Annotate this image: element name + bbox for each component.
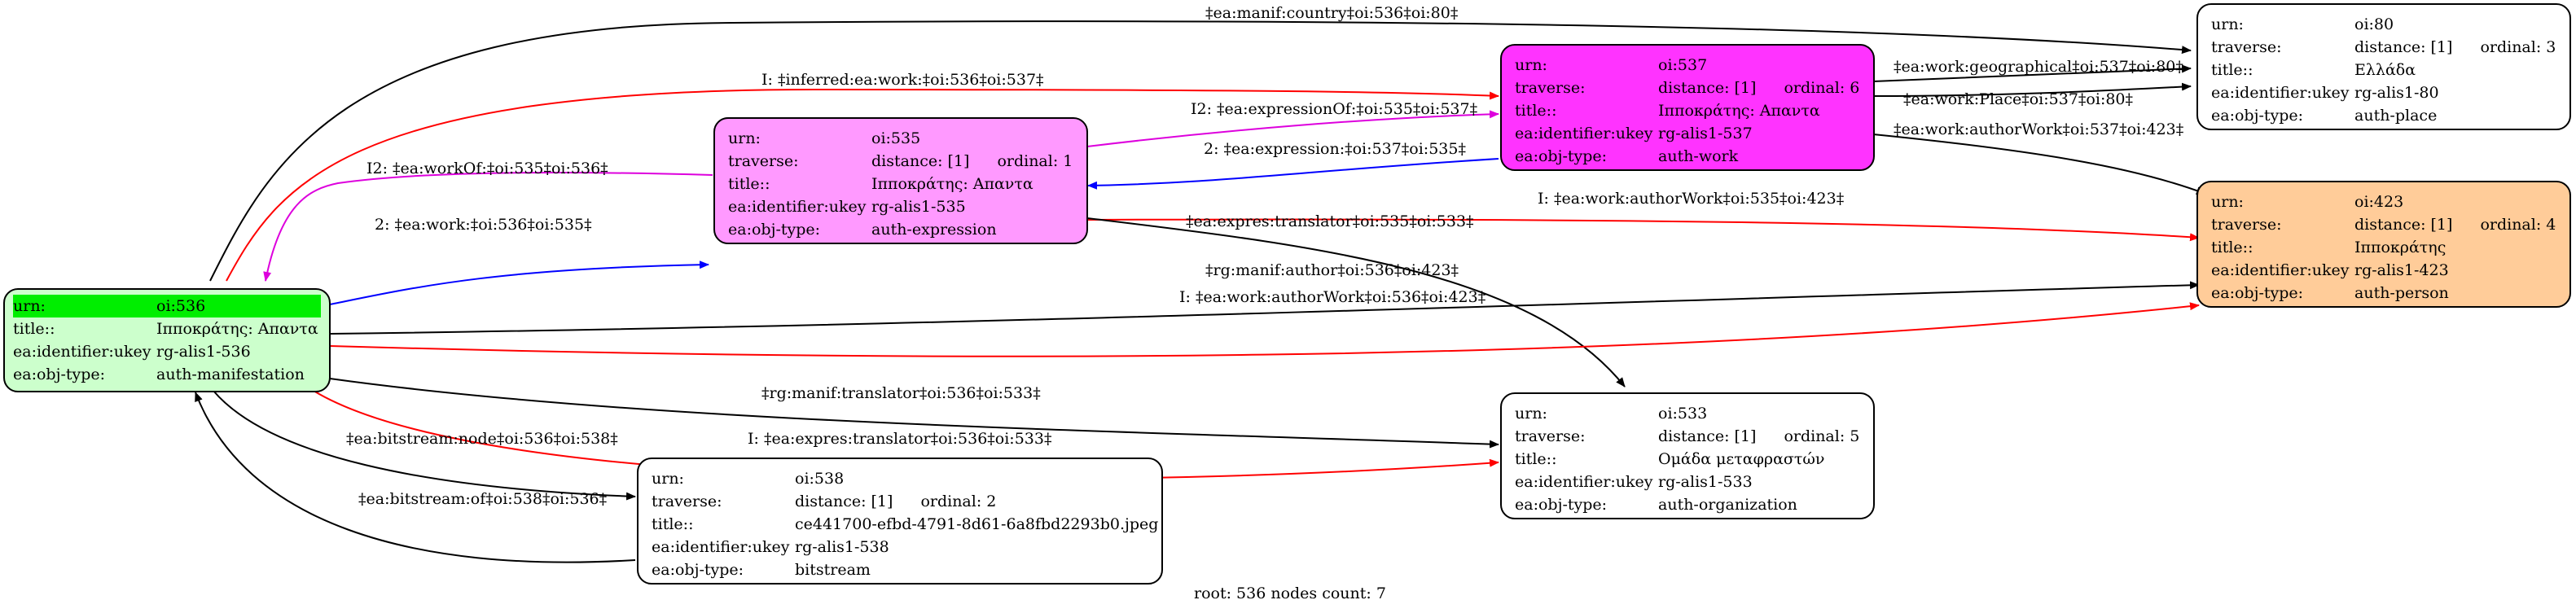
- node-oi-533[interactable]: urn:oi:533 traverse:distance: [1]ordinal…: [1500, 392, 1875, 519]
- node-oi-537[interactable]: urn:oi:537 traverse:distance: [1]ordinal…: [1500, 44, 1875, 171]
- edge-16-line: [195, 392, 636, 563]
- edge-7-label: ‡ea:work:Place‡oi:537‡oi:80‡: [1903, 90, 2133, 108]
- edge-15-line: [213, 390, 636, 501]
- node-row: title::ce441700-efbd-4791-8d61-6a8fbd229…: [652, 515, 1159, 533]
- node-row: ea:obj-type:auth-work: [1515, 147, 1739, 165]
- node-row: urn:oi:537: [1515, 56, 1708, 74]
- edge-8-label: ‡ea:work:authorWork‡oi:537‡oi:423‡: [1894, 120, 2183, 138]
- edge-10-line: [1086, 217, 1626, 388]
- node-row: ea:obj-type:auth-manifestation: [13, 366, 305, 383]
- edge-3-line: [325, 261, 709, 306]
- node-oi-535[interactable]: urn:oi:535 traverse:distance: [1]ordinal…: [713, 117, 1088, 244]
- node-row: traverse:distance: [1]ordinal: 3: [2211, 38, 2556, 56]
- edge-0-line: [209, 20, 2192, 282]
- edge-16-label: ‡ea:bitstream:of‡oi:538‡oi:536‡: [358, 490, 607, 508]
- edge-2-label: I2: ‡ea:workOf:‡oi:535‡oi:536‡: [366, 160, 608, 177]
- edge-3-label: 2: ‡ea:work:‡oi:536‡oi:535‡: [375, 216, 592, 234]
- node-row: urn:oi:535: [728, 129, 921, 147]
- edge-10-label: ‡ea:expres:translator‡oi:535‡oi:533‡: [1186, 212, 1474, 230]
- node-row: title::Ιπποκράτης: [2211, 239, 2447, 256]
- node-row: ea:obj-type:auth-place: [2211, 107, 2438, 125]
- node-row: ea:obj-type:bitstream: [652, 561, 871, 579]
- edge-12-label: I: ‡ea:work:authorWork‡oi:536‡oi:423‡: [1179, 288, 1485, 306]
- edge-15-label: ‡ea:bitstream:node‡oi:536‡oi:538‡: [346, 430, 618, 448]
- node-row: urn:oi:536: [13, 295, 321, 317]
- edge-14-label: I: ‡ea:expres:translator‡oi:536‡oi:533‡: [748, 430, 1051, 448]
- edge-13-label: ‡rg:manif:translator‡oi:536‡oi:533‡: [761, 384, 1041, 402]
- node-row: urn:oi:538: [652, 470, 845, 488]
- node-row: title::Ομάδα μεταφραστών: [1515, 450, 1825, 468]
- node-row: urn:oi:80: [2211, 15, 2394, 33]
- edge-1-label: I: ‡inferred:ea:work:‡oi:536‡oi:537‡: [761, 71, 1044, 89]
- node-oi-536[interactable]: urn:oi:536 title::Ιπποκράτης: Απαντα ea:…: [3, 288, 331, 392]
- edge-11-line: [329, 281, 2200, 335]
- node-row: ea:obj-type:auth-person: [2211, 284, 2449, 302]
- node-row: traverse:distance: [1]ordinal: 5: [1515, 427, 1860, 445]
- node-row: title::Ιπποκράτης: Απαντα: [13, 320, 318, 338]
- node-row: title::Ελλάδα: [2211, 61, 2416, 79]
- edge-8-line: [1872, 134, 2206, 195]
- node-row: ea:obj-type:auth-expression: [728, 221, 997, 239]
- edge-9-label: I: ‡ea:work:authorWork‡oi:535‡oi:423‡: [1538, 190, 1844, 208]
- edge-1-line: [226, 88, 1499, 282]
- edge-2-line: [263, 172, 713, 282]
- node-row: traverse:distance: [1]ordinal: 6: [1515, 79, 1860, 97]
- edge-9-line: [1087, 218, 2200, 242]
- node-oi-80[interactable]: urn:oi:80 traverse:distance: [1]ordinal:…: [2196, 3, 2571, 130]
- node-row: traverse:distance: [1]ordinal: 2: [652, 493, 997, 510]
- edge-4-line: [1086, 110, 1499, 147]
- node-oi-538[interactable]: urn:oi:538 traverse:distance: [1]ordinal…: [637, 458, 1163, 585]
- node-row: urn:oi:533: [1515, 405, 1708, 423]
- node-row: ea:obj-type:auth-organization: [1515, 496, 1797, 514]
- node-row: title::Ιπποκράτης: Απαντα: [1515, 102, 1820, 120]
- edge-13-line: [329, 378, 1499, 449]
- edge-11-label: ‡rg:manif:author‡oi:536‡oi:423‡: [1205, 261, 1459, 279]
- node-row: urn:oi:423: [2211, 193, 2404, 211]
- edge-5-line: [1087, 158, 1499, 190]
- node-row: traverse:distance: [1]ordinal: 1: [728, 152, 1073, 170]
- node-row: traverse:distance: [1]ordinal: 4: [2211, 216, 2556, 234]
- edge-12-line: [329, 302, 2200, 357]
- edge-5-label: 2: ‡ea:expression:‡oi:537‡oi:535‡: [1204, 140, 1466, 158]
- graph-footer: root: 536 nodes count: 7: [1194, 585, 1386, 602]
- edge-0-label: ‡ea:manif:country‡oi:536‡oi:80‡: [1205, 4, 1458, 22]
- edge-6-line: [1872, 64, 2192, 82]
- node-row: title::Ιπποκράτης: Απαντα: [728, 175, 1033, 193]
- edge-4-label: I2: ‡ea:expressionOf:‡oi:535‡oi:537‡: [1191, 100, 1477, 118]
- node-oi-423[interactable]: urn:oi:423 traverse:distance: [1]ordinal…: [2196, 181, 2571, 308]
- edge-7-line: [1872, 82, 2192, 97]
- edge-6-label: ‡ea:work:geographical‡oi:537‡oi:80‡: [1894, 58, 2183, 76]
